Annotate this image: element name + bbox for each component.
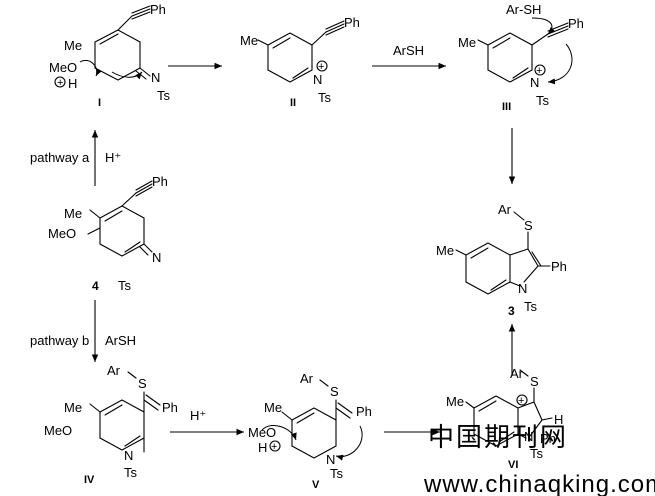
methoxy-label: MeO <box>49 60 77 75</box>
structure-4: Me MeO Ph N Ts 4 <box>48 174 168 293</box>
methyl-label: Me <box>64 206 82 221</box>
sulfur-label: S <box>138 376 147 391</box>
structure-V: Me MeO + H S Ar Ph N Ts V <box>248 371 372 491</box>
compound-label-II: II <box>290 97 296 109</box>
phenyl-label: Ph <box>162 400 178 415</box>
aryl-label: Ar <box>510 366 524 381</box>
compound-label-V: V <box>312 479 320 491</box>
compound-label-VI: VI <box>508 459 518 471</box>
amide-n-label: N <box>124 448 133 463</box>
compound-label-IV: IV <box>84 474 95 486</box>
tosyl-label: Ts <box>536 93 550 108</box>
reagent-arsh-b: ArSH <box>105 333 136 348</box>
indole-n-label: N <box>518 281 527 296</box>
tosyl-label: Ts <box>318 90 332 105</box>
amide-n-label: N <box>326 452 335 467</box>
indoline-n-label: N <box>524 429 533 444</box>
phenyl-label: Ph <box>344 15 360 30</box>
phenyl-label: Ph <box>152 174 168 189</box>
plus-charge: + <box>518 395 524 407</box>
plus-charge: + <box>57 77 63 89</box>
tosyl-label: Ts <box>524 299 538 314</box>
plus-charge: + <box>271 441 277 453</box>
structure-3: Me S Ar Ph N Ts 3 <box>436 202 567 318</box>
nitrenium-n-label: N <box>313 72 322 87</box>
compound-label-3: 3 <box>508 304 515 318</box>
methoxy-label: MeO <box>48 226 76 241</box>
nitrenium-n-label: N <box>530 75 539 90</box>
structure-VI: Me S Ar + H N Ph Ts VI <box>446 366 563 471</box>
structure-III: Me Ph Ar-SH N + Ts III <box>458 2 584 113</box>
aryl-label: Ar <box>300 371 314 386</box>
sulfur-label: S <box>330 384 339 399</box>
pathway-a-label: pathway a <box>30 150 90 165</box>
methyl-label: Me <box>240 33 258 48</box>
structure-II: Me Ph N + Ts II <box>240 15 360 109</box>
tosyl-label: Ts <box>530 446 544 461</box>
aryl-label: Ar <box>498 202 512 217</box>
compound-label-III: III <box>502 101 511 113</box>
methoxy-label: MeO <box>44 423 72 438</box>
compound-label-I: I <box>98 97 101 109</box>
arsh-label: Ar-SH <box>506 2 541 17</box>
sulfur-label: S <box>524 218 533 233</box>
phenyl-label: Ph <box>551 259 567 274</box>
methyl-label: Me <box>458 35 476 50</box>
methyl-label: Me <box>64 400 82 415</box>
hydrogen-label: H <box>554 412 563 427</box>
phenyl-label: Ph <box>568 16 584 31</box>
structure-I: Ph Me MeO + H N Ts I <box>49 2 171 109</box>
watermark-url: www.chinaqking.com <box>423 471 655 496</box>
reagent-arsh-top: ArSH <box>393 43 424 58</box>
watermark-cn: 中国期刊网 <box>428 422 568 452</box>
imine-n-label: N <box>152 250 161 265</box>
plus-charge: + <box>536 65 542 77</box>
tosyl-label: Ts <box>124 465 138 480</box>
methyl-label: Me <box>446 394 464 409</box>
pathway-b-label: pathway b <box>30 333 89 348</box>
methyl-label: Me <box>64 38 82 53</box>
proton-b-label: H⁺ <box>190 408 206 423</box>
phenyl-label: Ph <box>356 404 372 419</box>
imine-n-label: N <box>151 70 160 85</box>
phenyl-label: Ph <box>150 2 166 17</box>
proton-label: H <box>258 440 267 455</box>
structure-IV: Me MeO S Ar Ph N Ts IV <box>44 363 178 486</box>
proton-a-label: H⁺ <box>105 150 121 165</box>
methyl-label: Me <box>264 400 282 415</box>
methoxy-label: MeO <box>248 425 276 440</box>
plus-charge: + <box>318 61 324 73</box>
methyl-label: Me <box>436 243 454 258</box>
phenyl-label: Ph <box>540 431 556 446</box>
compound-label-4: 4 <box>92 279 99 293</box>
tosyl-label: Ts <box>118 278 132 293</box>
aryl-label: Ar <box>107 363 121 378</box>
tosyl-label: Ts <box>157 88 171 103</box>
proton-label: H <box>68 76 77 91</box>
sulfur-label: S <box>530 374 539 389</box>
tosyl-label: Ts <box>330 466 344 481</box>
